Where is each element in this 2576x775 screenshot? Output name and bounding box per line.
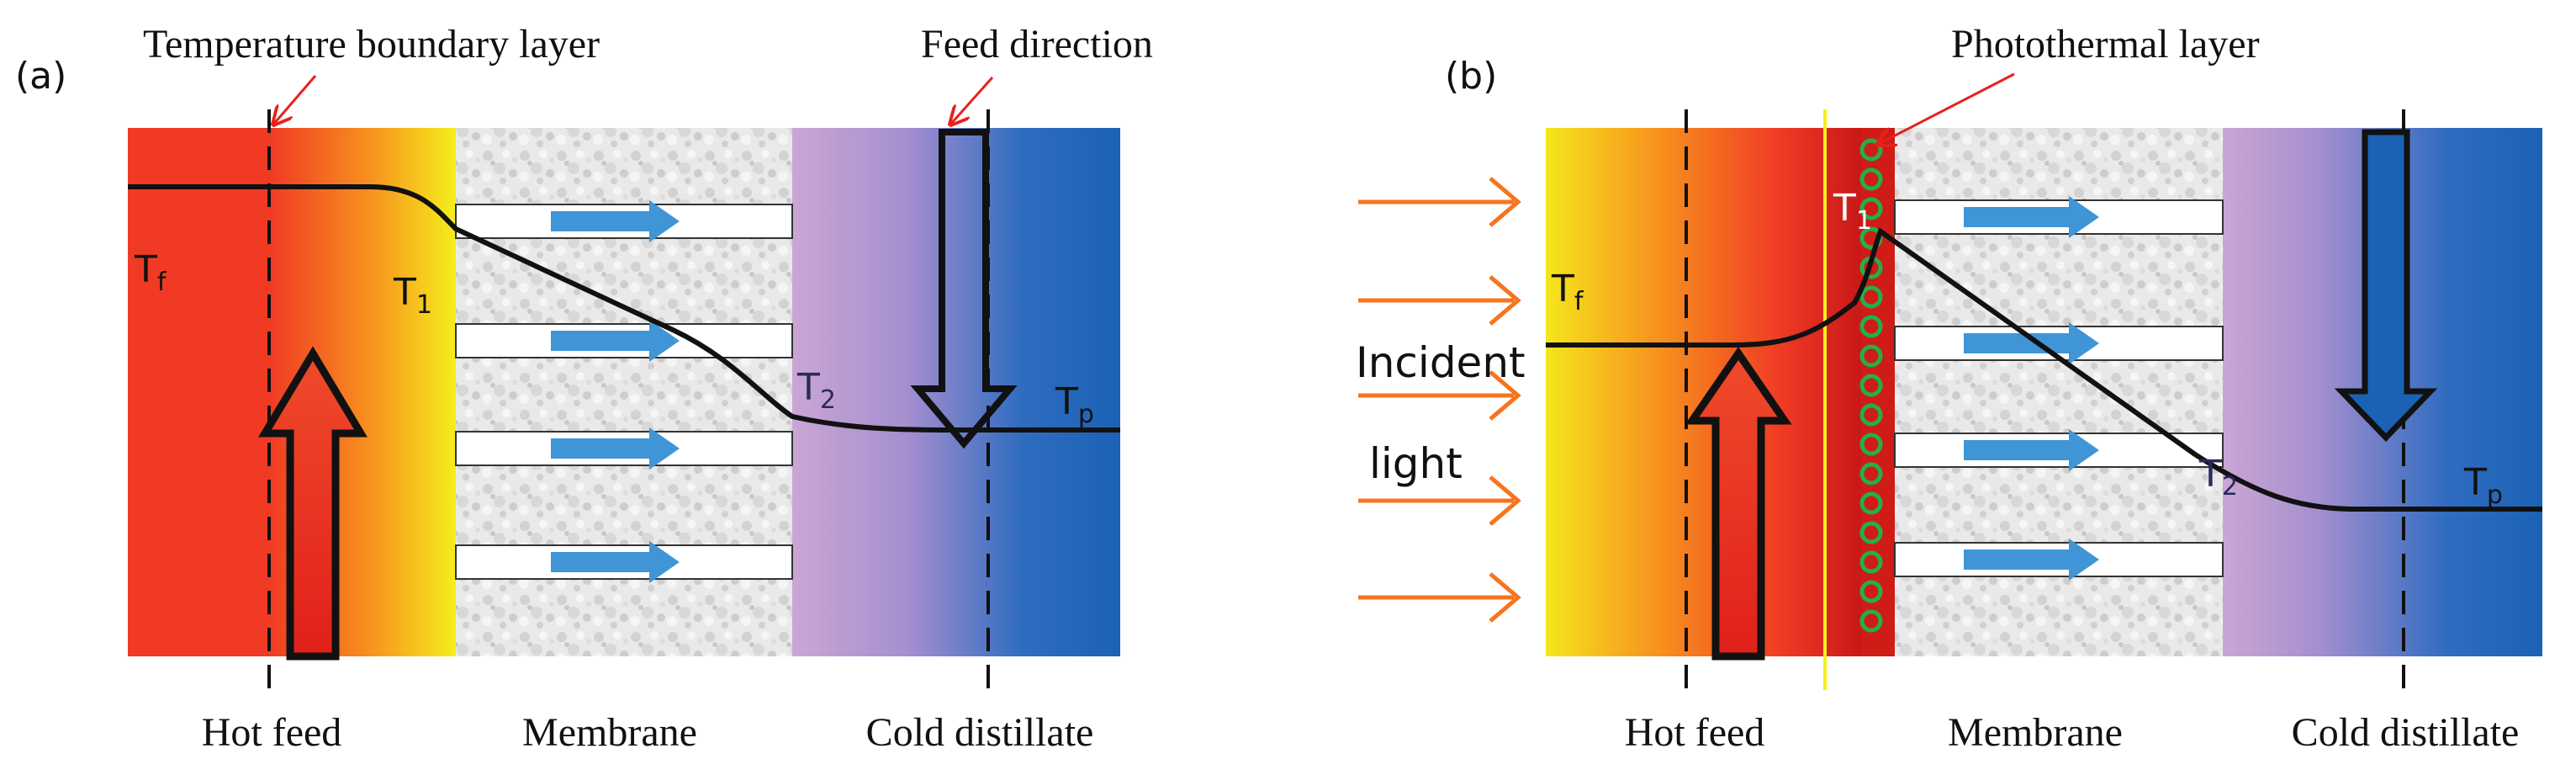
vapor-flow-arrow (551, 200, 680, 242)
cold-distillate-flow-arrow (2334, 129, 2438, 443)
pore-channel (455, 431, 793, 466)
cold-distillate-flow-arrow (910, 129, 1018, 449)
pore-channel (1894, 326, 2224, 361)
cold-distillate-zone (792, 128, 1120, 656)
zone-label-cold-distillate: Cold distillate (866, 710, 1094, 755)
callout-feed-pointer (950, 77, 994, 125)
hot-feed-bulk-zone (128, 128, 269, 656)
particle (1859, 138, 1883, 162)
particle (1859, 462, 1883, 486)
vapor-flow-arrow (1964, 429, 2099, 471)
particle (1859, 315, 1883, 338)
callout-temperature-boundary-layer: Temperature boundary layer (143, 22, 600, 66)
panel-a: (a) Tf T1 T2 Tp Temperature (15, 22, 1153, 755)
label-t-p: Tp (2463, 461, 2503, 510)
vapor-flow-arrow (551, 427, 680, 470)
panel-b-label: (b) (1445, 55, 1497, 98)
particle (1859, 550, 1883, 574)
particle (1859, 521, 1883, 544)
temperature-profile-curve (128, 184, 1120, 433)
particle (1859, 285, 1883, 309)
panel-b: (b) Incident light (1356, 22, 2542, 755)
particle (1859, 433, 1883, 456)
label-t-f: Tf (134, 248, 167, 297)
vapor-flow-arrow (1964, 196, 2099, 238)
hot-feed-zone (1546, 128, 1861, 656)
particle (1859, 491, 1883, 515)
vapor-flow-arrow (1964, 322, 2099, 364)
vapor-flow-arrow (551, 320, 680, 362)
label-t-1: T1 (1833, 187, 1872, 236)
zone-label-hot-feed: Hot feed (202, 710, 342, 755)
label-t-p: Tp (1055, 380, 1094, 429)
zone-label-membrane: Membrane (1948, 710, 2123, 755)
callout-boundary-pointer (273, 75, 317, 125)
callout-feed-direction: Feed direction (921, 22, 1153, 66)
particle (1859, 609, 1883, 633)
particle (1859, 403, 1883, 427)
label-t-2: T2 (796, 366, 836, 415)
light-arrow (1358, 572, 1521, 623)
panel-a-label: (a) (15, 55, 66, 98)
particle (1859, 374, 1883, 397)
incident-light-arrows (1358, 177, 1521, 623)
zone-label-membrane: Membrane (522, 710, 697, 755)
incident-light-label-line1: Incident (1356, 338, 1526, 387)
photothermal-particles (1859, 138, 1883, 633)
particle (1859, 167, 1883, 191)
light-arrow (1358, 370, 1521, 421)
vapor-flow-arrow (551, 541, 680, 583)
light-arrow (1358, 275, 1521, 326)
particle (1859, 580, 1883, 603)
pore-channel (455, 204, 793, 239)
vapor-flow-arrow (1964, 539, 2099, 581)
light-arrow (1358, 177, 1521, 227)
temperature-profile-curve (1546, 227, 2542, 512)
label-t-2: T2 (2198, 453, 2238, 502)
particle (1859, 344, 1883, 368)
light-arrow (1358, 475, 1521, 526)
hot-feed-flow-arrow (1685, 347, 1792, 661)
particle (1859, 197, 1883, 220)
membrane-pores (1894, 196, 2224, 581)
label-t-f: Tf (1551, 268, 1584, 316)
zone-label-cold-distillate: Cold distillate (2292, 710, 2520, 755)
zone-label-hot-feed: Hot feed (1625, 710, 1765, 755)
callout-photothermal-layer: Photothermal layer (1951, 22, 2260, 66)
label-t-1: T1 (393, 271, 432, 320)
incident-light-label-line2: light (1369, 439, 1463, 488)
callout-photothermal-pointer (1877, 72, 2015, 145)
membrane-pores (455, 200, 793, 583)
hot-feed-flow-arrow (258, 346, 368, 661)
